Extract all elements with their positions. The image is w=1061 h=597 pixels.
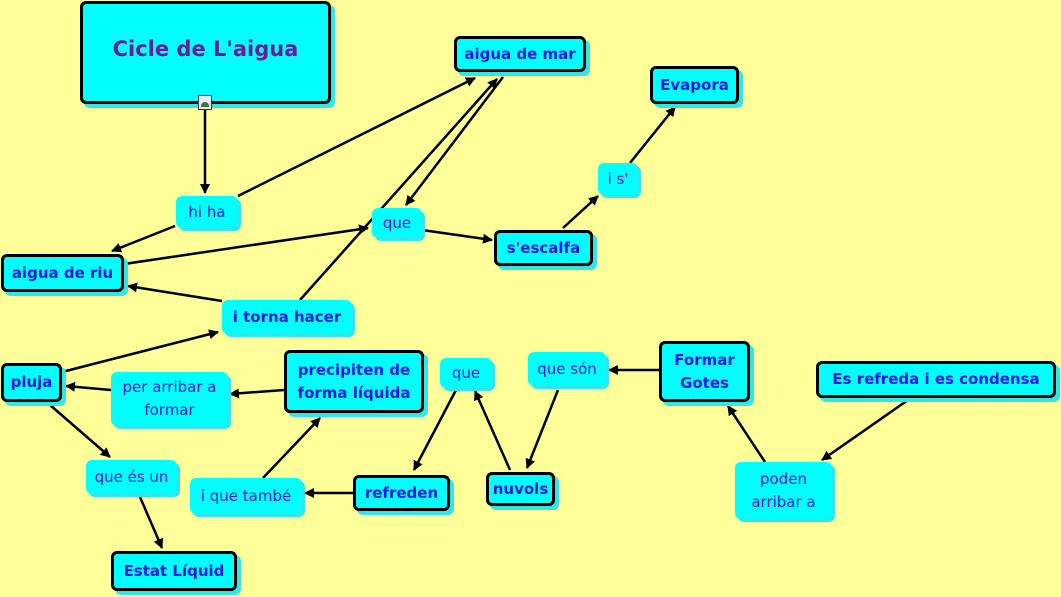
concept-aigua-de-riu[interactable]: aigua de riu <box>1 254 124 292</box>
edge-queson-nuvols <box>525 389 560 469</box>
link-hi-ha[interactable]: hi ha <box>176 196 238 228</box>
link-i-que-tambe[interactable]: i que també <box>190 478 302 514</box>
concept-nuvols[interactable]: nuvols <box>486 472 555 506</box>
concept-pluja[interactable]: pluja <box>1 363 62 402</box>
link-per-arribar-a-formar[interactable]: per arribar a formar <box>111 372 228 426</box>
concept-precipiten-de-forma-liquida[interactable]: precipiten de forma líquida <box>284 350 424 413</box>
link-que-son[interactable]: que són <box>528 352 606 386</box>
edge-escalfa-is <box>562 195 599 229</box>
link-poden-arribar-a[interactable]: poden arribar a <box>735 462 832 519</box>
edge-hiha-mar <box>237 76 476 198</box>
edge-is-evapora <box>629 106 676 164</box>
image-icon[interactable] <box>198 95 212 110</box>
link-que-2[interactable]: que <box>440 358 492 388</box>
concept-s-escalfa[interactable]: s'escalfa <box>494 230 593 266</box>
link-que-es-un[interactable]: que és un <box>86 460 177 494</box>
edge-poden-gotes <box>726 405 767 463</box>
edge-torna-mar <box>299 78 498 301</box>
edge-riu-que <box>123 224 369 266</box>
edge-quees-estat <box>138 496 164 549</box>
edge-precipiten-per <box>229 388 285 399</box>
edge-mar-que <box>405 76 504 206</box>
edge-pluja-torna <box>61 329 219 374</box>
link-i-s[interactable]: i s' <box>598 163 638 195</box>
concept-es-refreda-i-es-condensa[interactable]: Es refreda i es condensa <box>816 361 1056 398</box>
edge-pluja-quees <box>49 404 111 458</box>
edge-nuvols-que2 <box>473 390 512 471</box>
edge-per-pluja <box>65 381 112 392</box>
edge-torna-riu <box>127 282 223 303</box>
concept-estat-liquid[interactable]: Estat Líquid <box>111 551 237 591</box>
title-concept[interactable]: Cicle de L'aigua <box>80 1 331 104</box>
concept-aigua-de-mar[interactable]: aigua de mar <box>454 36 586 72</box>
link-que[interactable]: que <box>372 208 422 238</box>
edge-que-escalfa <box>421 228 493 244</box>
edge-que2-refreden <box>412 389 458 471</box>
edge-tambe-precipiten <box>262 417 321 479</box>
edge-refreda-poden <box>821 398 909 462</box>
concept-formar-gotes[interactable]: Formar Gotes <box>659 341 750 402</box>
link-i-torna-hacer[interactable]: i torna hacer <box>222 300 352 334</box>
edge-hiha-riu <box>111 224 176 253</box>
concept-refreden[interactable]: refreden <box>353 475 450 511</box>
concept-evapora[interactable]: Evapora <box>650 66 739 104</box>
